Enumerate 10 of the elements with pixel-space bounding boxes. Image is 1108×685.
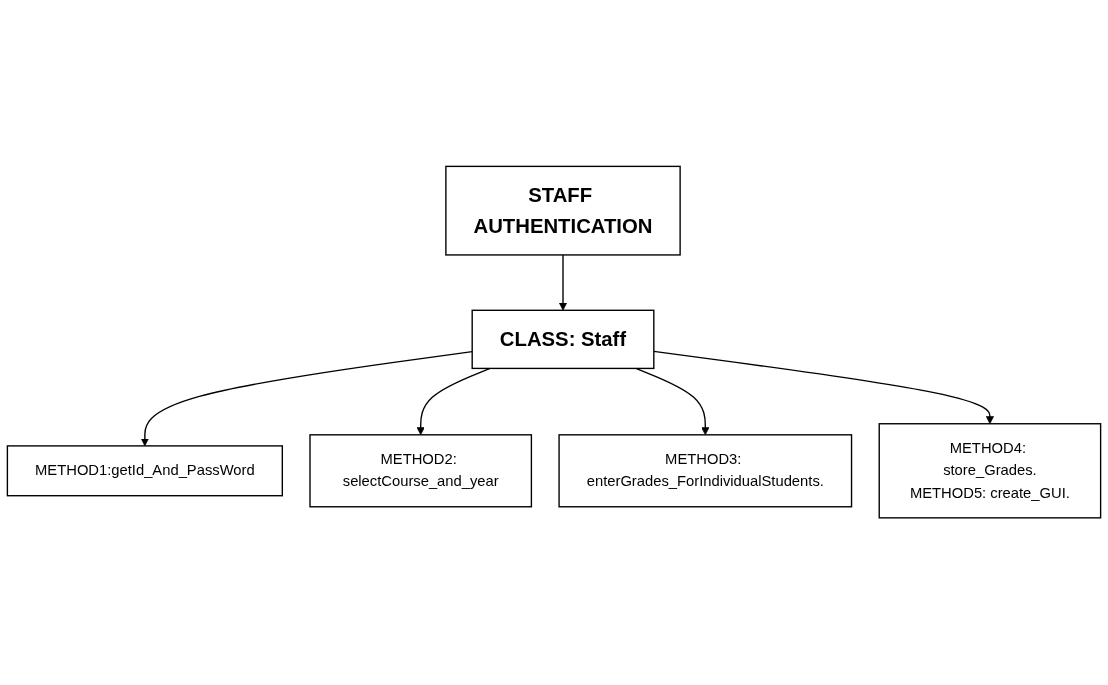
arrow [653, 351, 994, 425]
node-box: METHOD2: selectCourse_and_year [309, 434, 533, 508]
node-box: METHOD3: enterGrades_ForIndividualStudents. [558, 434, 853, 508]
node-box: CLASS: Staff [471, 310, 655, 370]
arrow [635, 368, 710, 436]
node-box: METHOD4: store_Grades. METHOD5: create_GUI. [878, 423, 1102, 519]
node-box: STAFF AUTHENTICATION [445, 166, 681, 256]
arrow [416, 368, 491, 436]
arrow [140, 351, 473, 447]
node-box: METHOD1:getId_And_PassWord [6, 445, 283, 497]
